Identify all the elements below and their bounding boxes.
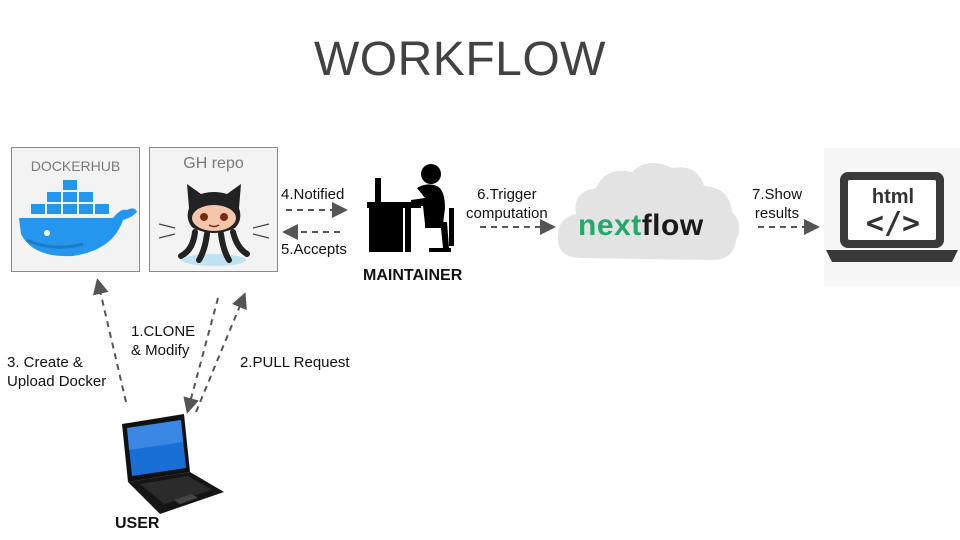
step-trigger-line2: computation <box>466 205 548 222</box>
user-label: USER <box>115 515 160 532</box>
user-laptop-icon <box>122 414 224 514</box>
step-notified-label: 4.Notified <box>281 186 345 203</box>
maintainer-label: MAINTAINER <box>363 267 463 284</box>
step-clone-line1: 1.CLONE <box>131 323 196 340</box>
maintainer-icon <box>367 164 454 252</box>
cloud-shape <box>557 162 740 260</box>
html-code-symbol: </> <box>865 206 921 241</box>
arrow-pull-request <box>195 292 247 413</box>
step-trigger-label: 6.Trigger computation <box>466 185 548 223</box>
dockerhub-label: DOCKERHUB <box>30 158 121 174</box>
step-accepts-label: 5.Accepts <box>281 241 347 258</box>
step-show-line1: 7.Show <box>752 186 803 203</box>
step-upload-label: 3. Create & Upload Docker <box>7 353 106 391</box>
dockerhub-card: DOCKERHUB <box>11 147 140 272</box>
gh-repo-card: GH repo <box>149 147 278 272</box>
nextflow-logo-next: next <box>578 209 642 242</box>
step-pull-label: 2.PULL Request <box>240 354 350 371</box>
docker-whale-icon <box>19 180 137 257</box>
step-clone-label: 1.CLONE & Modify <box>131 322 195 360</box>
step-clone-line2: & Modify <box>131 342 190 359</box>
html-icon-label: html <box>871 186 915 208</box>
nextflow-logo: nextflow <box>578 209 704 243</box>
html-laptop-icon <box>826 172 958 262</box>
octocat-icon <box>158 184 270 266</box>
step-show-line2: results <box>754 205 800 222</box>
gh-repo-label: GH repo <box>183 155 244 172</box>
step-upload-line1: 3. Create & <box>7 354 83 371</box>
nextflow-logo-flow: flow <box>641 209 704 242</box>
page-title: WORKFLOW <box>314 33 606 86</box>
step-show-label: 7.Show results <box>752 185 802 223</box>
step-trigger-line1: 6.Trigger <box>477 186 537 203</box>
step-upload-line2: Upload Docker <box>7 373 107 390</box>
